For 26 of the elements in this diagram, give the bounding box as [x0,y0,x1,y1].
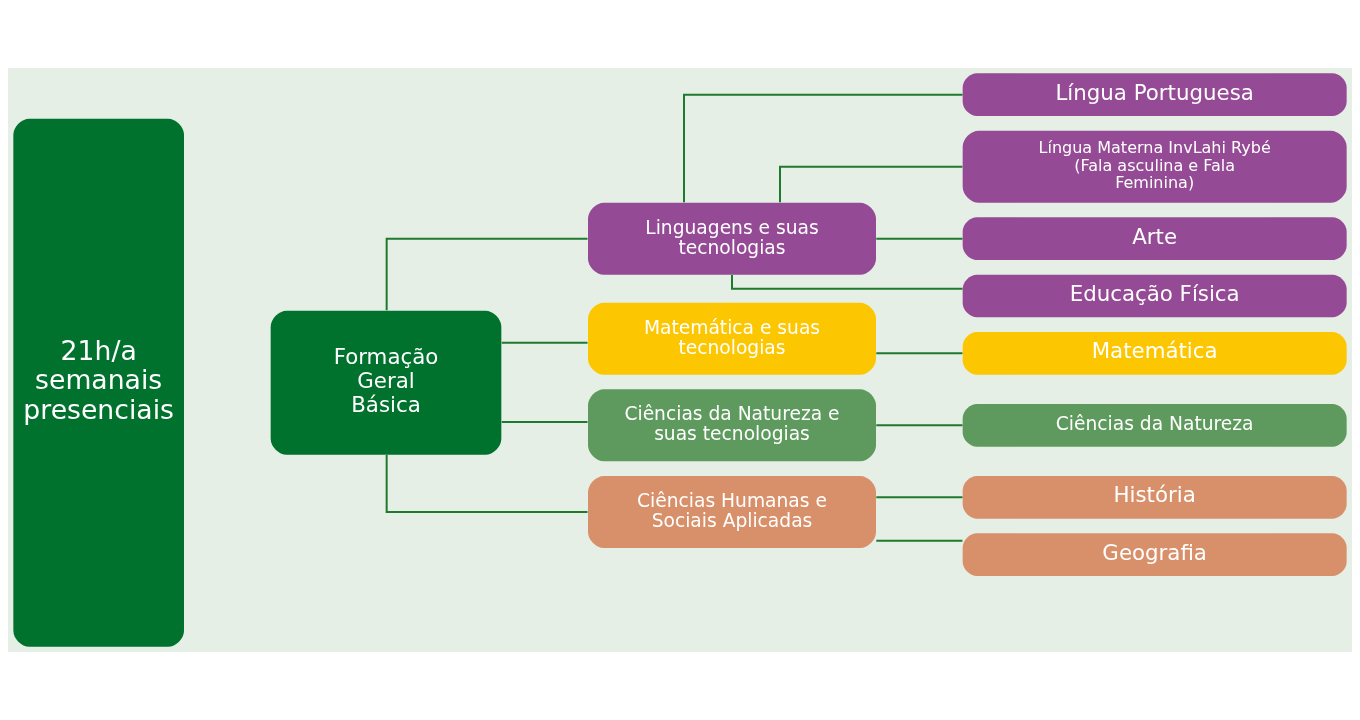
node-box: Educação Física [962,274,1347,318]
node-box: Ciências da Natureza [962,404,1347,447]
node-box: Arte [962,217,1347,260]
connector [875,352,964,355]
node-box: Ciências Humanas e Sociais Aplicadas [588,476,876,548]
connector [731,274,964,290]
node-box: História [962,476,1347,519]
node-box: Geografia [962,533,1347,576]
connector [875,237,964,240]
node-box: Ciências da Natureza e suas tecnologias [588,389,876,462]
node-box: Formação Geral Básica [270,310,502,455]
node-box: 21h/a semanais presenciais [13,118,184,647]
connector [385,453,589,513]
connector [385,237,589,312]
connector [875,424,964,427]
node-box: Língua Portuguesa [962,73,1347,116]
node-box: Linguagens e suas tecnologias [588,202,876,275]
connector [875,539,964,542]
connector [683,93,964,204]
connector [875,496,964,499]
node-box: Matemática e suas tecnologias [588,302,876,375]
connector [500,421,589,423]
node-box: Matemática [962,332,1347,375]
connector [779,165,964,204]
node-box: Língua Materna InvLahi Rybé (Fala asculina e Fala Feminina) [962,130,1347,203]
connector [500,341,589,344]
